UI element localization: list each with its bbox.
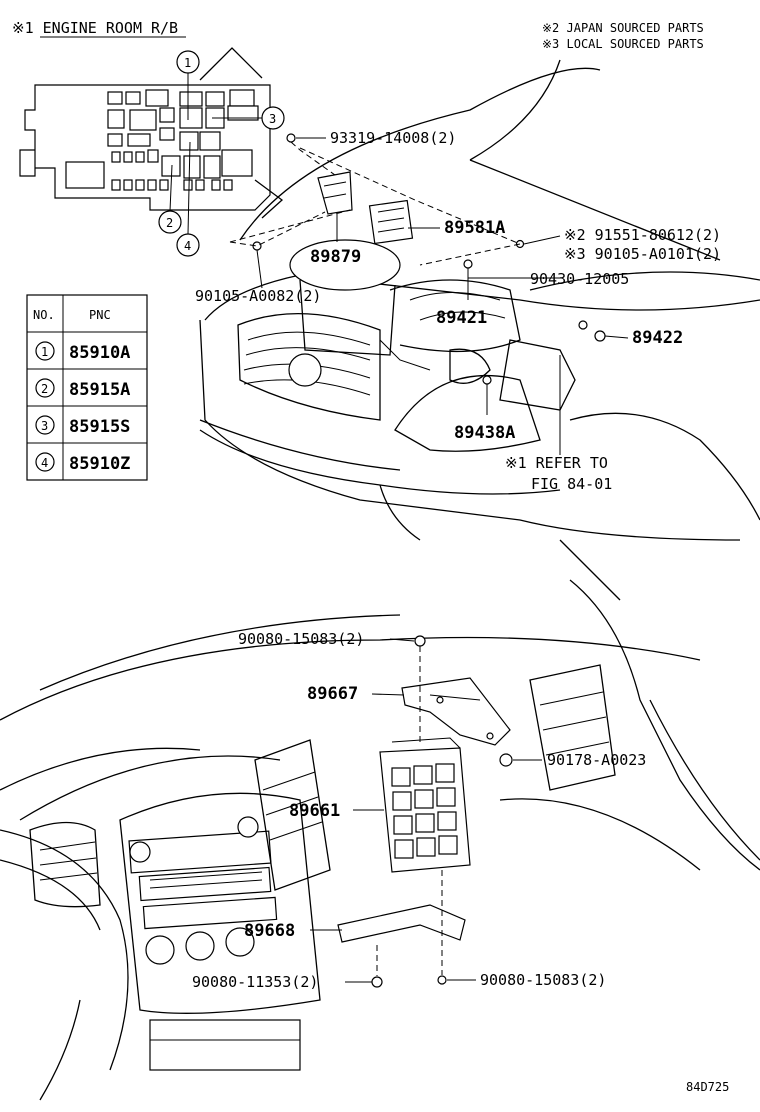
part-label-89581a: 89581A (444, 218, 505, 238)
leader (371, 693, 405, 696)
callout-1: 1 (176, 50, 200, 120)
figure-code: 84D725 (686, 1080, 729, 1094)
part-label-93319: 93319-14008(2) (330, 129, 456, 147)
bolt-90080-bottom (437, 975, 447, 985)
install-line (290, 141, 336, 176)
table-header-no: NO. (33, 308, 55, 322)
leader (389, 638, 415, 642)
bolt-93319 (286, 133, 296, 143)
bracket-89667 (401, 677, 511, 746)
callout-2-label: 2 (166, 216, 173, 230)
table-header-pnc: PNC (89, 308, 111, 322)
part-label-89421: 89421 (436, 308, 487, 328)
part-label-89667: 89667 (307, 684, 358, 704)
leader (256, 249, 263, 289)
install-line (419, 243, 521, 266)
callout-3: 3 (212, 106, 285, 130)
engine-room-rb-title: ※1 ENGINE ROOM R/B (12, 19, 178, 37)
part-label-89661: 89661 (289, 801, 340, 821)
ecu-module-89661 (379, 737, 471, 873)
part-label-90105-a0082: 90105-A0082(2) (195, 287, 321, 305)
truck-front-drawing (199, 59, 760, 601)
pnc-table: NO. PNC 1 85910A 2 85915A 3 85915S 4 859… (26, 294, 148, 481)
bolt-90080-11353 (371, 976, 383, 988)
table-row-pnc: 85915S (69, 417, 130, 437)
part-label-90105-a0101: ※3 90105-A0101(2) (564, 245, 721, 263)
dashboard-drawing (0, 579, 760, 1101)
bracket-89879 (317, 171, 353, 215)
refer-note-line1: ※1 REFER TO (505, 454, 608, 472)
callout-2: 2 (158, 164, 182, 234)
relay-block-drawing (19, 47, 284, 219)
refer-note-line2: FIG 84-01 (531, 475, 612, 493)
part-label-90080-11353: 90080-11353(2) (192, 973, 318, 991)
part-label-90080-15083-top: 90080-15083(2) (238, 630, 364, 648)
install-line (229, 211, 326, 247)
install-line (299, 147, 521, 245)
sensor-89422 (594, 330, 606, 342)
part-label-89668: 89668 (244, 921, 295, 941)
table-row-no: 1 (41, 345, 48, 359)
table-row-pnc: 85910Z (69, 454, 130, 474)
table-row-no: 3 (41, 419, 48, 433)
table-row-no: 2 (41, 382, 48, 396)
bracket-89668 (337, 904, 466, 943)
table-row-pnc: 85915A (69, 380, 130, 400)
part-label-90080-15083-bottom: 90080-15083(2) (480, 971, 606, 989)
part-label-90178: 90178-A0023 (547, 751, 646, 769)
part-label-90430: 90430-12005 (530, 270, 629, 288)
nut-90430 (578, 320, 588, 330)
table-row-no: 4 (41, 456, 48, 470)
leader (604, 335, 629, 339)
local-sourced-note: ※3 LOCAL SOURCED PARTS (542, 37, 704, 51)
leader (467, 268, 560, 300)
ecu-module-89581a (368, 199, 414, 245)
callout-3-label: 3 (269, 112, 276, 126)
callout-1-label: 1 (184, 56, 191, 70)
clip-90178 (499, 753, 513, 767)
part-label-89879: 89879 (310, 247, 361, 267)
sensor-89438a (482, 375, 492, 385)
callout-4: 4 (176, 141, 200, 257)
japan-sourced-note: ※2 JAPAN SOURCED PARTS (542, 21, 704, 35)
leader (523, 235, 561, 245)
part-label-89438a: 89438A (454, 423, 515, 443)
bolt-90080-top (414, 635, 426, 647)
callout-4-label: 4 (184, 239, 191, 253)
sensor-89421 (463, 259, 473, 269)
table-row-pnc: 85910A (69, 343, 130, 363)
install-line (229, 209, 351, 243)
part-label-91551: ※2 91551-80612(2) (564, 226, 721, 244)
part-label-89422: 89422 (632, 328, 683, 348)
